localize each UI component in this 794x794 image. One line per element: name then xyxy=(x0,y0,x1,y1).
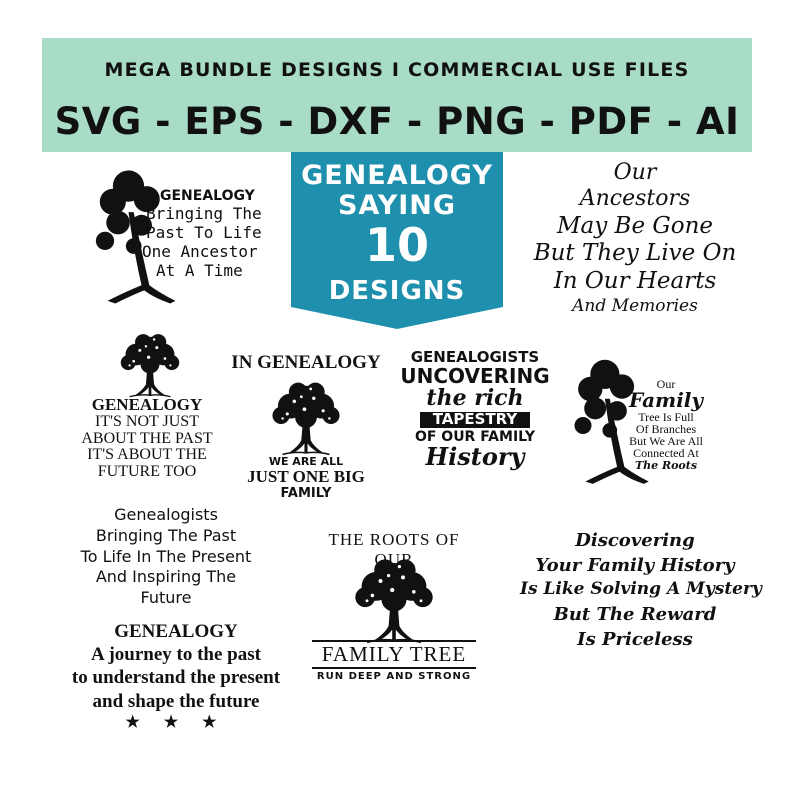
design-3-line: GENEALOGY xyxy=(91,395,203,414)
design-1-title: GENEALOGY xyxy=(160,188,255,204)
design-9-line: But The Reward xyxy=(553,604,717,626)
flag-line2: SAYING xyxy=(337,190,457,221)
design-5-ribbon: TAPESTRY xyxy=(420,411,530,428)
design-5-line: History xyxy=(425,442,525,472)
design-5-line: the rich xyxy=(426,384,524,411)
design-6-line: Family xyxy=(628,388,704,413)
design-3-line: IT'S ABOUT THE xyxy=(87,446,207,464)
design-5-line: UNCOVERING xyxy=(400,363,550,388)
design-6-line: Our xyxy=(656,377,676,391)
design-1-line: Past To Life xyxy=(146,223,262,242)
flag-count: 10 xyxy=(364,218,429,272)
design-1-line: One Ancestor xyxy=(142,242,258,261)
flag-line3: DESIGNS xyxy=(328,276,466,306)
design-2-line: In Our Hearts xyxy=(553,267,717,294)
design-5-line: OF OUR FAMILY xyxy=(414,428,536,445)
design-6-line: The Roots xyxy=(634,458,698,472)
design-10-line: to understand the present xyxy=(71,667,281,689)
design-4-arc: IN GENEALOGY xyxy=(231,352,381,373)
banner-subtitle: MEGA BUNDLE DESIGNS I COMMERCIAL USE FIL… xyxy=(104,59,690,81)
design-9-line: Your Family History xyxy=(535,555,735,577)
tree-icon xyxy=(271,381,341,456)
design-9-line: Discovering xyxy=(575,530,695,551)
design-3-line: ABOUT THE PAST xyxy=(81,429,213,447)
design-7-line: Bringing The Past xyxy=(95,525,237,545)
design-8-line: FAMILY TREE xyxy=(312,640,476,669)
design-2-line: But They Live On xyxy=(533,240,737,267)
design-5: GENEALOGISTS UNCOVERING the rich TAPESTR… xyxy=(395,348,555,472)
design-4-line: JUST ONE BIG xyxy=(247,467,365,487)
design-5-line: GENEALOGISTS xyxy=(410,348,540,366)
design-4: WE ARE ALL JUST ONE BIG FAMILY xyxy=(226,455,386,501)
design-2-line: And Memories xyxy=(572,295,698,316)
design-7-line: Genealogists xyxy=(114,505,218,524)
design-6-line: Connected At xyxy=(633,446,699,461)
design-3: GENEALOGY IT'S NOT JUST ABOUT THE PAST I… xyxy=(62,396,232,481)
header-banner: MEGA BUNDLE DESIGNS I COMMERCIAL USE FIL… xyxy=(42,38,752,152)
design-7-line: To Life In The Present xyxy=(80,546,252,566)
design-7: Genealogists Bringing The Past To Life I… xyxy=(56,505,276,609)
design-10-line: and shape the future xyxy=(92,690,260,712)
tree-icon xyxy=(354,558,434,644)
design-6: Our Family Tree Is Full Of Branches But … xyxy=(606,378,726,471)
design-3-line: FUTURE TOO xyxy=(97,463,197,481)
design-4-line: FAMILY xyxy=(280,485,332,501)
design-9-line: Is Priceless xyxy=(577,629,693,651)
design-6-line: But We Are All xyxy=(629,434,703,449)
design-7-line: Future xyxy=(140,588,192,608)
design-3-line: IT'S NOT JUST xyxy=(95,412,199,430)
design-10-stars: ★ ★ ★ xyxy=(125,713,227,731)
design-10-line: A journey to the past xyxy=(91,644,261,666)
ribbon-flag xyxy=(291,152,503,329)
flag-line1: GENEALOGY xyxy=(301,160,493,191)
design-6-line: Of Branches xyxy=(635,421,697,436)
banner-formats: SVG - EPS - DXF - PNG - PDF - AI xyxy=(54,100,740,143)
tree-icon xyxy=(120,333,180,398)
design-10: GENEALOGY A journey to the past to under… xyxy=(56,620,296,732)
design-1-line: At A Time xyxy=(156,261,243,280)
design-1-line: Bringing The xyxy=(146,204,262,223)
design-9: Discovering Your Family History Is Like … xyxy=(520,528,762,653)
design-2-line: Our xyxy=(613,160,657,185)
design-8: FAMILY TREE RUN DEEP AND STRONG xyxy=(312,640,476,682)
design-2-line: Ancestors xyxy=(579,186,691,212)
design-1: GENEALOGY Bringing The Past To Life One … xyxy=(142,188,276,280)
design-4-line: WE ARE ALL xyxy=(268,455,344,468)
design-2-line: May Be Gone xyxy=(556,212,714,239)
design-10-line: GENEALOGY xyxy=(114,621,238,642)
design-9-line: Is Like Solving A Mystery xyxy=(520,579,762,600)
design-2: Our Ancestors May Be Gone But They Live … xyxy=(520,160,750,316)
design-8-line: RUN DEEP AND STRONG xyxy=(316,671,472,682)
design-7-line: And Inspiring The xyxy=(95,567,237,587)
design-6-line: Tree Is Full xyxy=(638,409,694,424)
